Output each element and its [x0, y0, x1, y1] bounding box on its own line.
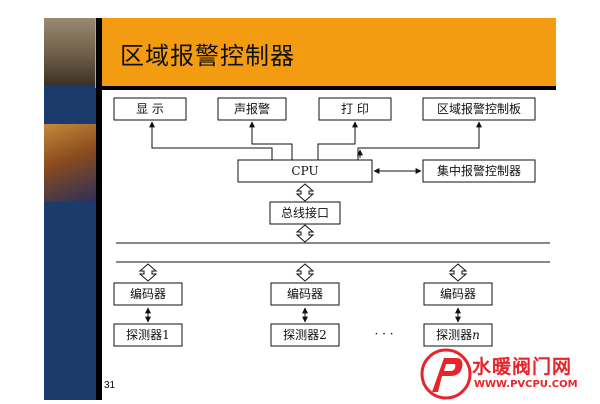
hollow-arrow-bus-encoder-2 — [295, 263, 315, 282]
watermark-logo-icon — [420, 348, 472, 400]
encoder-label-3: 编码器 — [440, 286, 476, 301]
central-controller-label: 集中报警控制器 — [437, 163, 521, 178]
encoder-box-2: 编码器 — [270, 282, 340, 306]
sound-alarm-label: 声报警 — [234, 101, 270, 116]
encoder-box-1: 编码器 — [113, 282, 183, 306]
detector-label-1: 探测器1 — [126, 328, 170, 342]
person-photo — [44, 124, 97, 202]
watermark-url: WWW.PVCPU.COM — [474, 379, 578, 390]
hollow-arrow-bus-encoder-3 — [448, 263, 468, 282]
bus-interface-label: 总线接口 — [281, 205, 329, 220]
vertical-divider — [96, 18, 102, 400]
detector-label-n: 探测器n — [436, 328, 480, 342]
arrow-cpu-panel — [357, 121, 482, 160]
power-tower-photo — [44, 18, 97, 86]
detector-box-2: 探测器2 — [270, 323, 340, 347]
arrow-cpu-sound — [249, 121, 293, 160]
display-label: 显 示 — [136, 102, 164, 116]
cpu-label: CPU — [291, 164, 318, 178]
area-panel-label: 区域报警控制板 — [437, 101, 521, 116]
arrow-cpu-print — [317, 121, 358, 160]
slide-title: 区域报警控制器 — [120, 42, 295, 70]
detector-box-1: 探测器1 — [113, 323, 183, 347]
central-controller-box: 集中报警控制器 — [422, 159, 536, 183]
encoder-label-1: 编码器 — [130, 286, 166, 301]
hollow-arrow-bus-encoder-1 — [138, 263, 158, 282]
arrow-cpu-display — [149, 121, 273, 160]
page-number: 31 — [104, 380, 116, 391]
detector-label-2: 探测器2 — [283, 328, 327, 342]
encoder-box-3: 编码器 — [423, 282, 493, 306]
detector-box-n: 探测器n — [423, 323, 493, 347]
print-label: 打 印 — [341, 102, 369, 116]
cpu-box: CPU — [237, 159, 373, 183]
sound-alarm-box: 声报警 — [217, 97, 287, 121]
encoder-label-2: 编码器 — [287, 286, 323, 301]
watermark-name: 水暖阀门网 — [472, 356, 573, 378]
hollow-arrow-bus-line — [295, 224, 315, 243]
bus-interface-box: 总线接口 — [269, 201, 341, 225]
display-box: 显 示 — [113, 97, 187, 121]
ellipsis: · · · — [374, 327, 393, 341]
area-panel-box: 区域报警控制板 — [422, 97, 536, 121]
print-box: 打 印 — [318, 97, 392, 121]
title-bar — [95, 18, 556, 88]
hollow-arrow-cpu-bus — [295, 183, 315, 202]
horizontal-divider — [96, 86, 556, 90]
